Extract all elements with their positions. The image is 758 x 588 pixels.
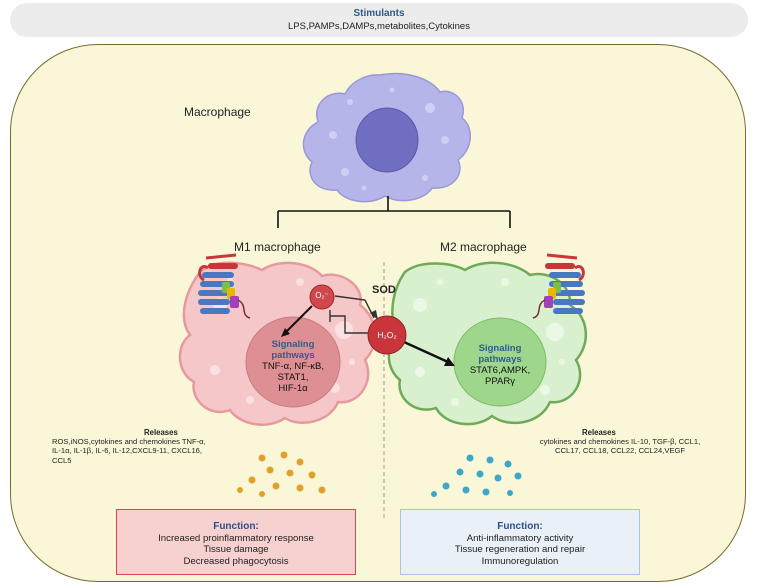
m1-release-particles	[237, 451, 326, 497]
m2-macrophage-cell-icon	[387, 261, 588, 426]
macrophage-label: Macrophage	[184, 105, 251, 119]
resting-macrophage-icon	[302, 72, 471, 203]
m2-function-line: Immunoregulation	[481, 555, 559, 567]
m2-signaling-items: STAT6,AMPK, PPARγ	[469, 365, 531, 387]
sod-label: SOD	[372, 284, 396, 296]
superoxide-label: O₂⁻	[315, 291, 329, 300]
m1-signaling-items: TNF-α, NF-κB, STAT1, HIF-1α	[262, 361, 324, 394]
m1-signaling-title: Signaling pathways	[271, 339, 315, 361]
stimulants-list: LPS,PAMPs,DAMPs,metabolites,Cytokines	[288, 21, 470, 32]
m2-function-box: Function: Anti-inflammatory activity Tis…	[400, 509, 640, 575]
m1-signaling: Signaling pathways TNF-α, NF-κB, STAT1, …	[246, 339, 340, 394]
m2-signaling: Signaling pathways STAT6,AMPK, PPARγ	[454, 343, 546, 387]
m2-signaling-title: Signaling pathways	[478, 343, 522, 365]
m2-releases-text: cytokines and chemokines IL-10, TGF-β, C…	[539, 437, 701, 456]
stimulants-title: Stimulants	[353, 8, 405, 19]
m1-label: M1 macrophage	[234, 240, 321, 254]
ros-pathway-arrows	[281, 295, 455, 366]
superoxide-icon	[309, 284, 335, 310]
m2-release-particles	[431, 454, 522, 497]
h2o2-label: H₂O₂	[377, 330, 397, 340]
m1-function-line: Increased proinflammatory response	[158, 532, 314, 544]
m1-function-box: Function: Increased proinflammatory resp…	[116, 509, 356, 575]
m1-receptor-icon	[198, 253, 251, 319]
m1-releases-text: ROS,iNOS,cytokines and chemokines TNF-α,…	[52, 437, 206, 465]
m2-label: M2 macrophage	[440, 240, 527, 254]
m2-function-title: Function:	[497, 521, 543, 532]
h2o2-icon	[367, 315, 407, 355]
branch-connector	[277, 196, 511, 228]
m2-function-line: Anti-inflammatory activity	[466, 532, 574, 544]
m2-function-line: Tissue regeneration and repair	[454, 544, 586, 555]
m1-function-title: Function:	[213, 521, 259, 532]
m1-function-line: Tissue damage	[203, 544, 269, 555]
m1-function-line: Decreased phagocytosis	[183, 555, 289, 567]
m2-releases-title: Releases	[582, 428, 616, 437]
m1-releases-title: Releases	[144, 428, 178, 437]
stimulants-banner: Stimulants LPS,PAMPs,DAMPs,metabolites,C…	[10, 3, 748, 37]
m2-receptor-icon	[532, 253, 585, 319]
